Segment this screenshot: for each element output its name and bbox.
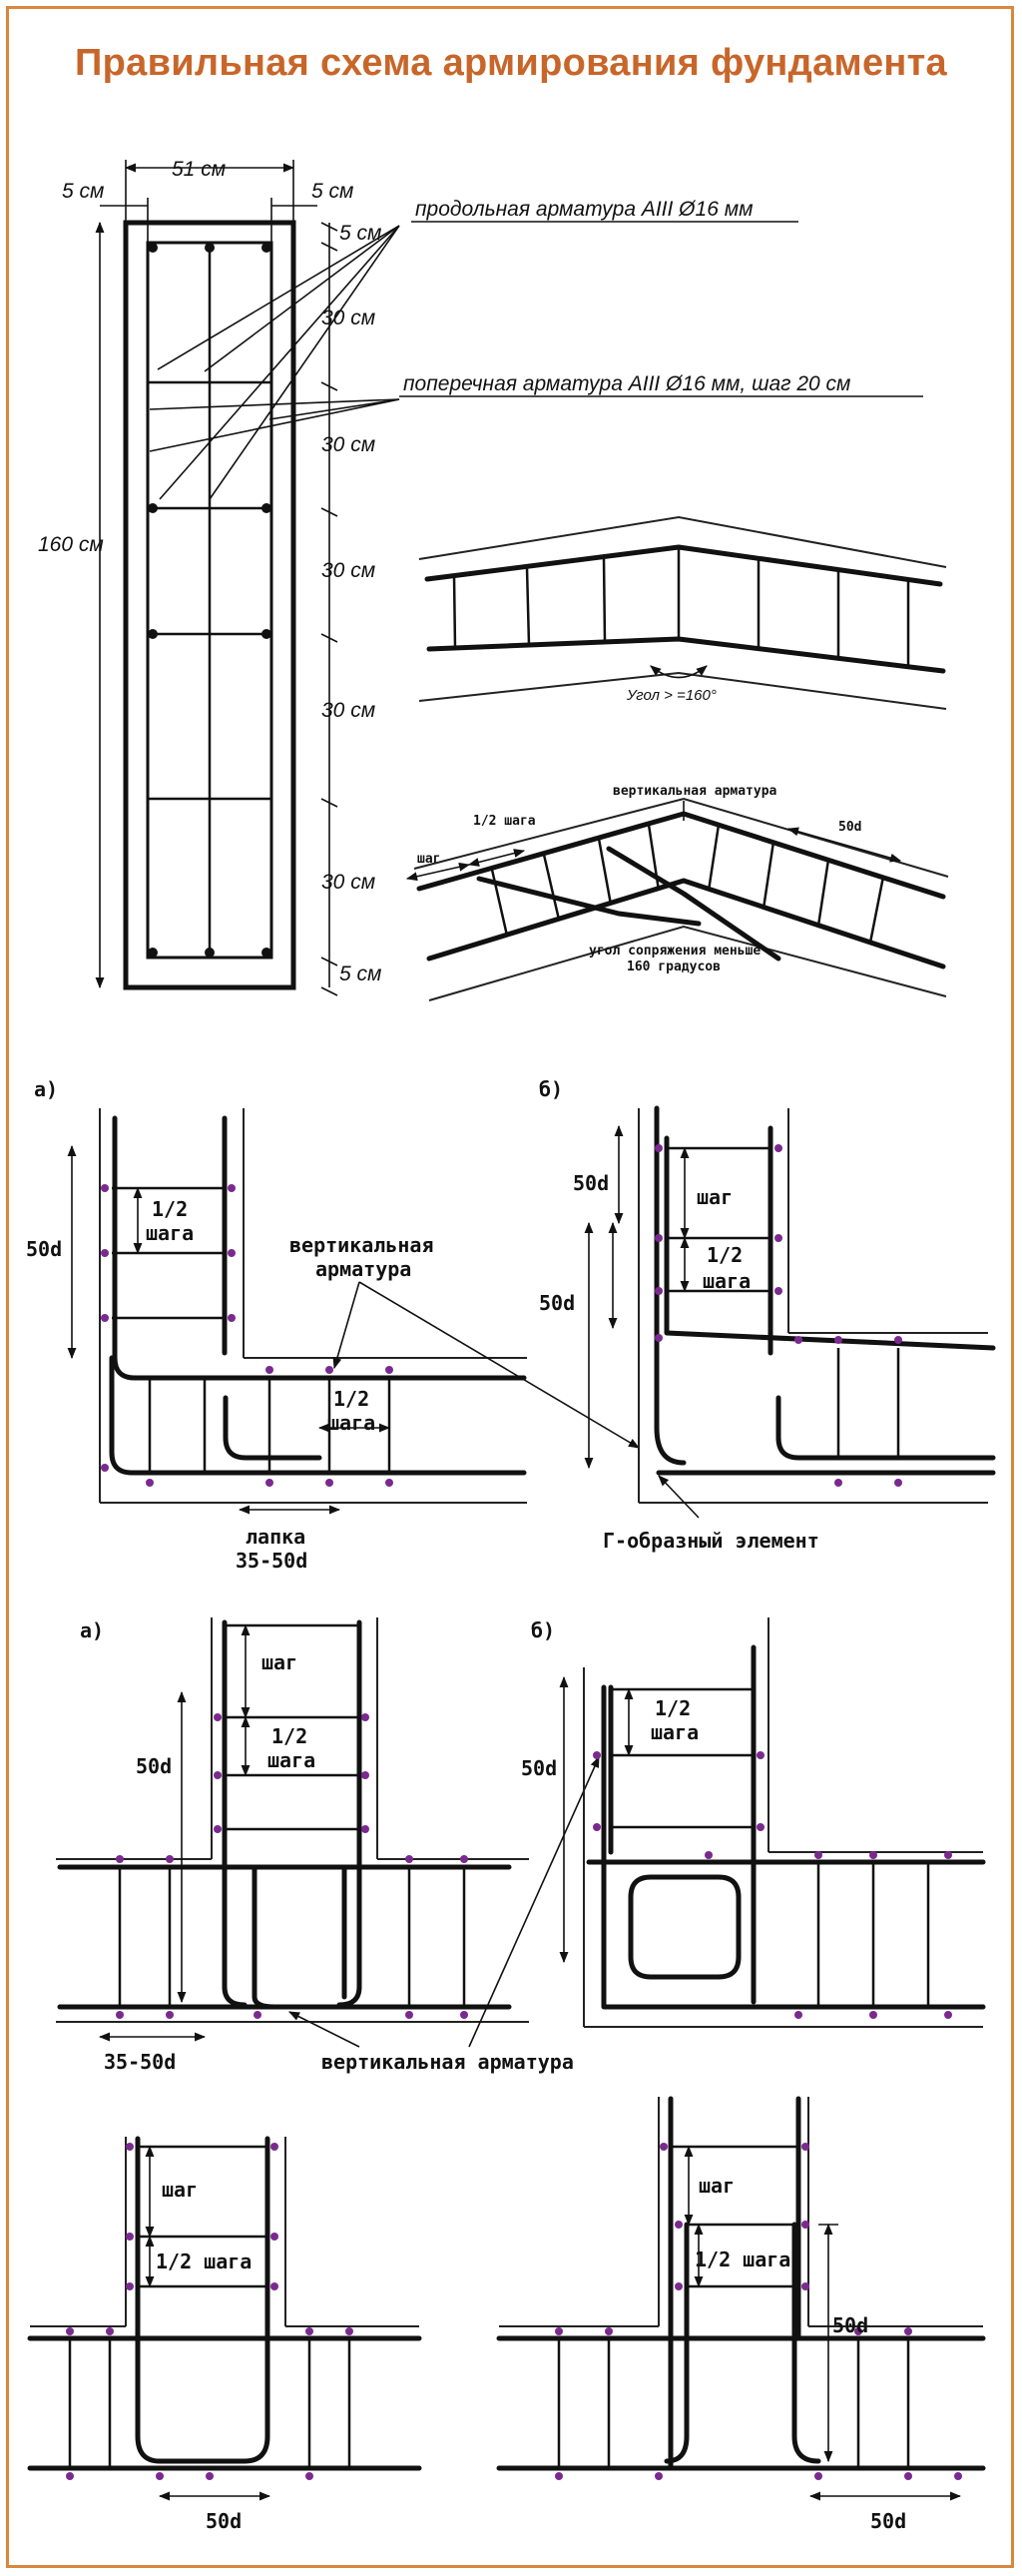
- label-g-element: Г-образный элемент: [603, 1529, 819, 1553]
- label-50d: 50d: [838, 820, 861, 835]
- detail-3b: шаг 1/2 шага 50d 50d: [496, 2096, 986, 2533]
- dim-5cm-top: 5 см: [339, 222, 381, 245]
- detail-1a: а) 50d 1/2 шага: [26, 1077, 640, 1573]
- image-frame: [6, 6, 1014, 2568]
- label-vertical-1: вертикальная: [289, 1233, 434, 1257]
- label-50d-1b-top: 50d: [573, 1171, 609, 1195]
- label-stepword-1b: шага: [703, 1269, 751, 1293]
- label-a-1: а): [34, 1077, 58, 1101]
- label-step: шаг: [417, 852, 440, 867]
- dim-160cm: 160 см: [38, 533, 104, 556]
- label-vertical-rebar: вертикальная арматура: [613, 784, 777, 799]
- detail-3a: шаг 1/2 шага 50d: [27, 2136, 422, 2533]
- label-50d-2a: 50d: [136, 1754, 172, 1778]
- corner-acute-diagram: вертикальная арматура шаг 1/2 шага 50d у…: [405, 784, 949, 1001]
- label-half-step: 1/2 шага: [473, 814, 536, 829]
- label-stepword-2b: шага: [651, 1720, 699, 1744]
- label-transverse-rebar: поперечная арматура AIII Ø16 мм, шаг 20 …: [403, 372, 850, 395]
- dim-30cm-3: 30 см: [321, 559, 375, 582]
- label-50d-3b-vert: 50d: [832, 2313, 868, 2337]
- rebar-dots: [148, 243, 271, 958]
- label-vertical-2: арматура: [315, 1257, 411, 1281]
- label-50d-3a: 50d: [206, 2509, 242, 2533]
- foundation-section: 51 см 5 см 5 см 160 см 5 см 30 см 30 см …: [38, 158, 923, 996]
- label-half-2b: 1/2: [655, 1696, 691, 1720]
- label-50d-3b: 50d: [870, 2509, 906, 2533]
- dim-5cm-left: 5 см: [62, 180, 104, 203]
- label-angle-note-2: 160 градусов: [627, 960, 721, 974]
- label-stepword-1a: шага: [146, 1221, 194, 1245]
- dim-30cm-1: 30 см: [321, 307, 375, 329]
- label-stepword-1a-b: шага: [327, 1411, 375, 1435]
- label-step-3b: шаг: [699, 2174, 735, 2198]
- label-halfstep-3a: 1/2 шага: [156, 2250, 252, 2273]
- label-range-2a: 35-50d: [104, 2050, 176, 2074]
- label-b-1: б): [539, 1077, 563, 1101]
- label-stepword-2a: шага: [267, 1748, 315, 1772]
- angle-label: Угол > =160°: [626, 687, 717, 704]
- label-vertical-full: вертикальная арматура: [321, 2050, 574, 2074]
- dim-30cm-2: 30 см: [321, 433, 375, 456]
- detail-2b: б) 50d 1/2 шага: [521, 1617, 986, 2028]
- label-lapka: лапка: [246, 1525, 305, 1549]
- label-halfstep-3b: 1/2 шага: [695, 2248, 790, 2271]
- dim-5cm-right: 5 см: [311, 180, 353, 203]
- dim-5cm-bottom: 5 см: [339, 963, 381, 985]
- label-step-3a: шаг: [162, 2178, 198, 2202]
- detail-1b: б) 50d 50d шаг 1/: [539, 1077, 996, 1553]
- label-half-1a-b: 1/2: [333, 1387, 369, 1411]
- label-longitudinal-rebar: продольная арматура AIII Ø16 мм: [415, 198, 754, 221]
- detail-2a: а) шаг 1/2 ш: [56, 1617, 600, 2074]
- label-angle-note-1: угол сопряжения меньше: [589, 944, 761, 959]
- dim-51cm: 51 см: [172, 158, 226, 181]
- label-a-2: а): [80, 1618, 104, 1642]
- label-50d-1a: 50d: [26, 1237, 62, 1261]
- page-title: Правильная схема армирования фундамента: [75, 42, 947, 84]
- label-b-2: б): [531, 1618, 555, 1642]
- corner-angle-diagram: Угол > =160°: [418, 515, 947, 710]
- label-50d-1b: 50d: [539, 1291, 575, 1315]
- dim-30cm-5: 30 см: [321, 871, 375, 894]
- label-50d-2b: 50d: [521, 1756, 557, 1780]
- label-half-2a: 1/2: [271, 1724, 307, 1748]
- dim-30cm-4: 30 см: [321, 699, 375, 722]
- label-lapka-len: 35-50d: [236, 1549, 307, 1573]
- concrete-outline: [123, 220, 296, 990]
- label-half-1b: 1/2: [707, 1243, 743, 1267]
- label-half-1a: 1/2: [152, 1197, 188, 1221]
- label-step-2a: шаг: [261, 1650, 297, 1674]
- label-step-1b: шаг: [697, 1185, 733, 1209]
